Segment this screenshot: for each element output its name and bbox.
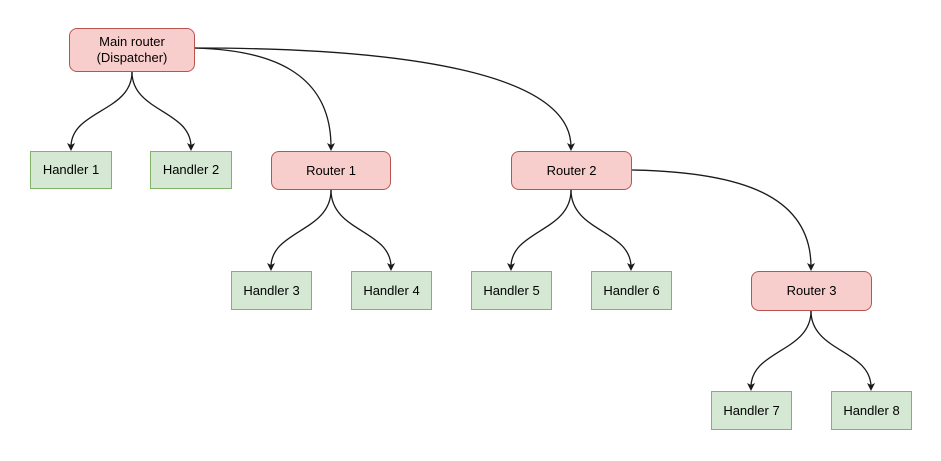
node-handler-4[interactable]: Handler 4 (351, 271, 432, 310)
edge-main-to-handler-2 (131, 71, 195, 151)
node-label: Handler 3 (243, 282, 300, 298)
node-main-router[interactable]: Main router (Dispatcher) (69, 28, 195, 72)
edge-router-3-to-handler-8 (810, 310, 875, 391)
edge-router-3-to-handler-7 (747, 310, 812, 391)
node-label: Router 2 (546, 162, 597, 178)
edge-router-2-to-handler-6 (570, 189, 635, 271)
edge-router-2-to-router-3 (631, 169, 815, 271)
edge-main-to-router-1 (194, 47, 335, 151)
node-label: Router 3 (786, 283, 837, 298)
node-router-3[interactable]: Router 3 (751, 271, 872, 311)
node-handler-3[interactable]: Handler 3 (231, 271, 312, 310)
node-handler-1[interactable]: Handler 1 (30, 151, 112, 189)
edge-router-1-to-handler-4 (330, 189, 395, 271)
edge-main-to-handler-1 (67, 71, 133, 151)
node-handler-5[interactable]: Handler 5 (471, 271, 552, 310)
edge-router-2-to-handler-5 (507, 189, 572, 271)
node-label: Handler 2 (162, 162, 220, 177)
node-label: Handler 7 (723, 402, 780, 418)
node-router-1[interactable]: Router 1 (271, 151, 391, 190)
edge-main-to-router-2 (194, 47, 575, 151)
node-label: Handler 1 (42, 162, 100, 177)
node-router-2[interactable]: Router 2 (511, 151, 632, 190)
node-handler-6[interactable]: Handler 6 (591, 271, 672, 310)
node-label: Handler 6 (603, 282, 660, 298)
node-handler-7[interactable]: Handler 7 (711, 391, 792, 430)
node-handler-8[interactable]: Handler 8 (831, 391, 912, 430)
node-label: Handler 4 (363, 282, 420, 298)
node-handler-2[interactable]: Handler 2 (150, 151, 232, 189)
edge-router-1-to-handler-3 (267, 189, 332, 271)
node-label: Main router (Dispatcher) (96, 34, 168, 65)
node-label: Handler 5 (483, 282, 540, 298)
node-label: Handler 8 (843, 402, 900, 418)
node-label: Router 1 (306, 162, 356, 178)
